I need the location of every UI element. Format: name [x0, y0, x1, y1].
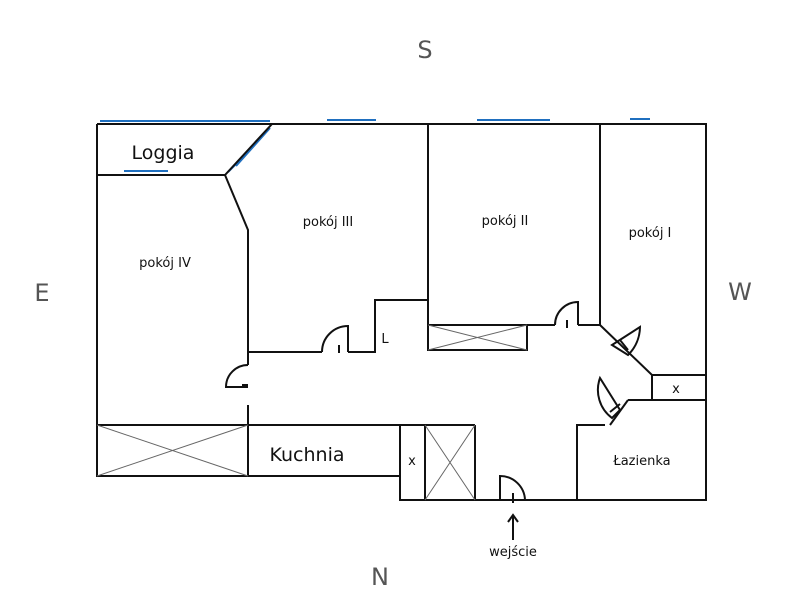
compass-east: E: [34, 279, 49, 307]
compass-north: N: [371, 563, 389, 591]
built-in-cabinets: [96, 324, 528, 501]
room-loggia: Loggia: [132, 142, 195, 164]
compass-south: S: [417, 36, 432, 64]
entrance-arrow-icon: [507, 513, 519, 540]
doors: [224, 300, 642, 503]
room-2: pokój II: [482, 214, 529, 229]
compass-west: W: [728, 278, 752, 306]
room-3: pokój III: [303, 215, 353, 230]
toilet-mark: x: [672, 382, 680, 397]
closet-mark: L: [381, 332, 389, 347]
room-bathroom: Łazienka: [612, 454, 670, 469]
entrance-label: wejście: [489, 545, 537, 560]
room-kitchen: Kuchnia: [269, 444, 344, 466]
room-1: pokój I: [629, 226, 672, 241]
shaft-mark: x: [408, 454, 416, 469]
room-4: pokój IV: [139, 256, 191, 271]
walls: [96, 123, 707, 501]
